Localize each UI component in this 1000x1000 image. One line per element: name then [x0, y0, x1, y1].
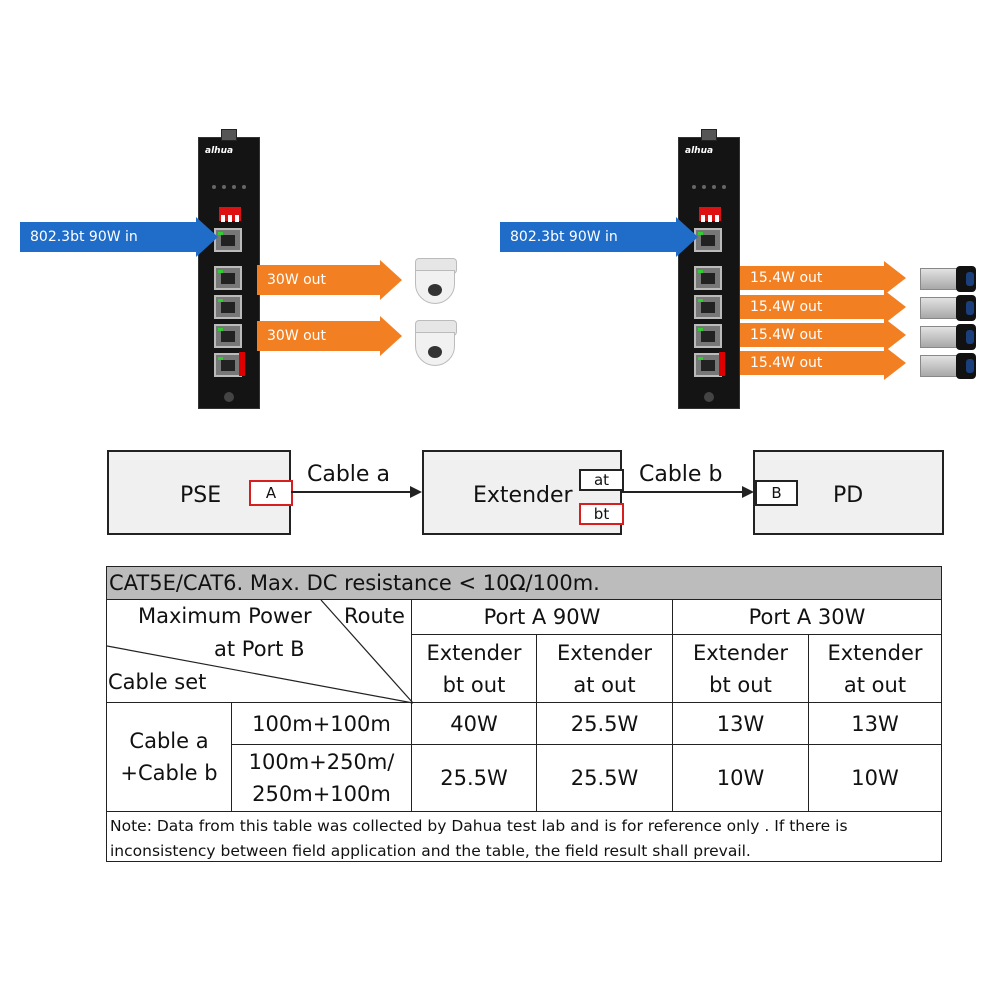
- cable-b-label: Cable b: [639, 462, 723, 487]
- extender-port-at: at: [579, 469, 624, 491]
- group-header-port-a-30w: Port A 30W: [672, 599, 942, 635]
- bullet-camera: [920, 351, 976, 379]
- value-cell: 25.5W: [536, 702, 673, 745]
- row-group-line2: +Cable b: [120, 761, 218, 785]
- bullet-camera: [920, 322, 976, 350]
- uplink-port: [694, 228, 722, 252]
- poe-port-2: [214, 295, 242, 319]
- pse-port-a: A: [249, 480, 293, 506]
- corner-cable-set: Cable set: [108, 670, 207, 694]
- corner-max-power: Maximum Power: [138, 604, 312, 628]
- corner-at-port-b: at Port B: [214, 637, 305, 661]
- output-arrow-4: 15.4W out: [740, 346, 906, 380]
- sub-header-line2: bt out: [709, 672, 772, 697]
- pd-label: PD: [833, 483, 864, 508]
- dip-switch: [699, 207, 721, 222]
- sub-header-line1: Extender: [426, 640, 522, 665]
- bullet-camera: [920, 293, 976, 321]
- brand-logo: alhua: [685, 146, 714, 156]
- sub-header-line2: bt out: [442, 672, 506, 697]
- cable-b-arrowhead: [742, 486, 754, 498]
- table-title: CAT5E/CAT6. Max. DC resistance < 10Ω/100…: [106, 566, 942, 600]
- cable-length-cell: 100m+250m/ 250m+100m: [231, 744, 412, 812]
- sub-header: Extender at out: [808, 634, 942, 703]
- output-arrow-1: 30W out: [257, 260, 407, 300]
- extender-block: Extender at bt: [422, 450, 624, 535]
- sub-header: Extender bt out: [672, 634, 809, 703]
- brand-logo: alhua: [205, 146, 234, 156]
- value-cell: 40W: [411, 702, 537, 745]
- cable-b-line: [622, 491, 744, 493]
- input-arrow-left: 802.3bt 90W in: [20, 217, 220, 257]
- poe-port-4: [214, 353, 242, 377]
- pd-port-b: B: [755, 480, 798, 506]
- extender-port-bt: bt: [579, 503, 624, 525]
- sub-header: Extender bt out: [411, 634, 537, 703]
- extender-label: Extender: [473, 483, 573, 508]
- power-connector: [221, 129, 237, 141]
- poe-port-1: [214, 266, 242, 290]
- table-note: Note: Data from this table was collected…: [106, 811, 942, 862]
- pse-block: PSE A: [107, 450, 293, 535]
- cable-a-line: [291, 491, 411, 493]
- sub-header-line1: Extender: [692, 640, 789, 665]
- input-label: 802.3bt 90W in: [20, 222, 198, 252]
- poe-port-3: [214, 324, 242, 348]
- screw: [224, 392, 234, 402]
- input-arrow-right: 802.3bt 90W in: [500, 217, 700, 257]
- pse-label: PSE: [180, 483, 222, 508]
- power-table: CAT5E/CAT6. Max. DC resistance < 10Ω/100…: [106, 566, 942, 862]
- poe-port-1: [694, 266, 722, 290]
- right-poe-switch: alhua: [678, 129, 740, 409]
- poe-port-3: [694, 324, 722, 348]
- row-group-line1: Cable a: [129, 729, 209, 753]
- sub-header-line1: Extender: [556, 640, 653, 665]
- value-cell: 10W: [808, 744, 942, 812]
- value-cell: 13W: [808, 702, 942, 745]
- cable-length-cell: 100m+100m: [231, 702, 412, 745]
- value-cell: 13W: [672, 702, 809, 745]
- sub-header: Extender at out: [536, 634, 673, 703]
- group-header-port-a-90w: Port A 90W: [411, 599, 673, 635]
- output-arrow-1: 15.4W out: [740, 261, 906, 295]
- sub-header-line1: Extender: [827, 640, 923, 665]
- value-cell: 10W: [672, 744, 809, 812]
- value-cell: 25.5W: [536, 744, 673, 812]
- output-label: 30W out: [257, 321, 382, 351]
- output-label: 30W out: [257, 265, 382, 295]
- cable-a-label: Cable a: [307, 462, 390, 487]
- dome-camera: [413, 258, 457, 306]
- output-label: 15.4W out: [740, 266, 886, 290]
- row-group-cable-a-b: Cable a +Cable b: [106, 702, 232, 812]
- pd-block: B PD: [753, 450, 944, 535]
- input-label: 802.3bt 90W in: [500, 222, 678, 252]
- output-label: 15.4W out: [740, 295, 886, 319]
- output-label: 15.4W out: [740, 351, 886, 375]
- note-line2: inconsistency between field application …: [110, 842, 751, 860]
- output-arrow-2: 30W out: [257, 316, 407, 356]
- corner-route: Route: [344, 604, 405, 628]
- poe-port-2: [694, 295, 722, 319]
- power-connector: [701, 129, 717, 141]
- screw: [704, 392, 714, 402]
- cable-a-arrowhead: [410, 486, 422, 498]
- status-leds: [209, 176, 249, 196]
- output-arrow-2: 15.4W out: [740, 290, 906, 324]
- dip-switch: [219, 207, 241, 222]
- dome-camera: [413, 320, 457, 368]
- left-poe-switch: alhua: [198, 129, 260, 409]
- value-cell: 25.5W: [411, 744, 537, 812]
- sub-header-line2: at out: [573, 672, 636, 697]
- output-label: 15.4W out: [740, 323, 886, 347]
- diagonal-lines: [107, 600, 413, 704]
- status-leds: [689, 176, 729, 196]
- note-line1: Note: Data from this table was collected…: [110, 817, 848, 835]
- bullet-camera: [920, 264, 976, 292]
- poe-port-4: [694, 353, 722, 377]
- output-arrow-3: 15.4W out: [740, 318, 906, 352]
- sub-header-line2: at out: [843, 672, 907, 697]
